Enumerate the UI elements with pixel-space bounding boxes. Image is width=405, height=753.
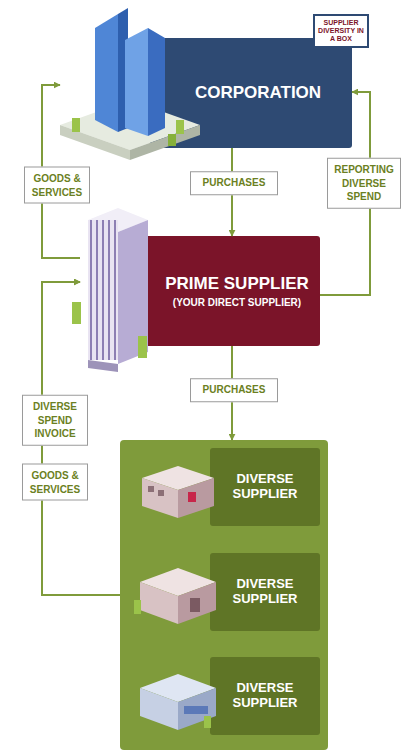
node-title: DIVERSE SUPPLIER — [216, 577, 314, 607]
diverse-supplier-box-fill — [210, 448, 320, 526]
diverse-supplier-panel-fill — [120, 440, 328, 750]
node-subtitle: (YOUR DIRECT SUPPLIER) — [173, 297, 301, 309]
flow-label: GOODS & SERVICES — [24, 167, 90, 204]
flow-label: REPORTING DIVERSE SPEND — [327, 158, 401, 209]
flow-label: PURCHASES — [190, 378, 278, 402]
node-title: PRIME SUPPLIER — [165, 274, 309, 294]
corporation-building — [60, 8, 200, 160]
prime-supplier-box: PRIME SUPPLIER (YOUR DIRECT SUPPLIER) — [80, 236, 320, 346]
node-title: DIVERSE SUPPLIER — [216, 472, 314, 502]
diverse-supplier-box: DIVERSE SUPPLIER — [210, 553, 320, 631]
diverse-supplier-panel: DIVERSE SUPPLIER DIVERSE SUPPLIER DIVERSE … — [120, 440, 328, 750]
flow-label: PURCHASES — [190, 171, 278, 195]
diverse-supplier-box-fill — [210, 553, 320, 631]
diverse-supplier-building — [134, 568, 216, 624]
diverse-supplier-building — [140, 674, 216, 730]
brand-logo: SUPPLIER DIVERSITY IN A BOX — [313, 14, 369, 48]
node-title: CORPORATION — [195, 83, 321, 103]
diverse-supplier-box-fill — [210, 657, 320, 735]
flow-label: DIVERSE SPEND INVOICE — [22, 395, 88, 446]
corporation-box-fill — [150, 38, 352, 148]
flow-label: GOODS & SERVICES — [22, 464, 88, 501]
diverse-supplier-building — [142, 466, 214, 518]
diverse-supplier-box: DIVERSE SUPPLIER — [210, 657, 320, 735]
prime-supplier-building — [72, 208, 148, 372]
node-title: DIVERSE SUPPLIER — [216, 681, 314, 711]
corporation-box: CORPORATION — [60, 38, 352, 148]
diverse-supplier-box: DIVERSE SUPPLIER — [210, 448, 320, 526]
